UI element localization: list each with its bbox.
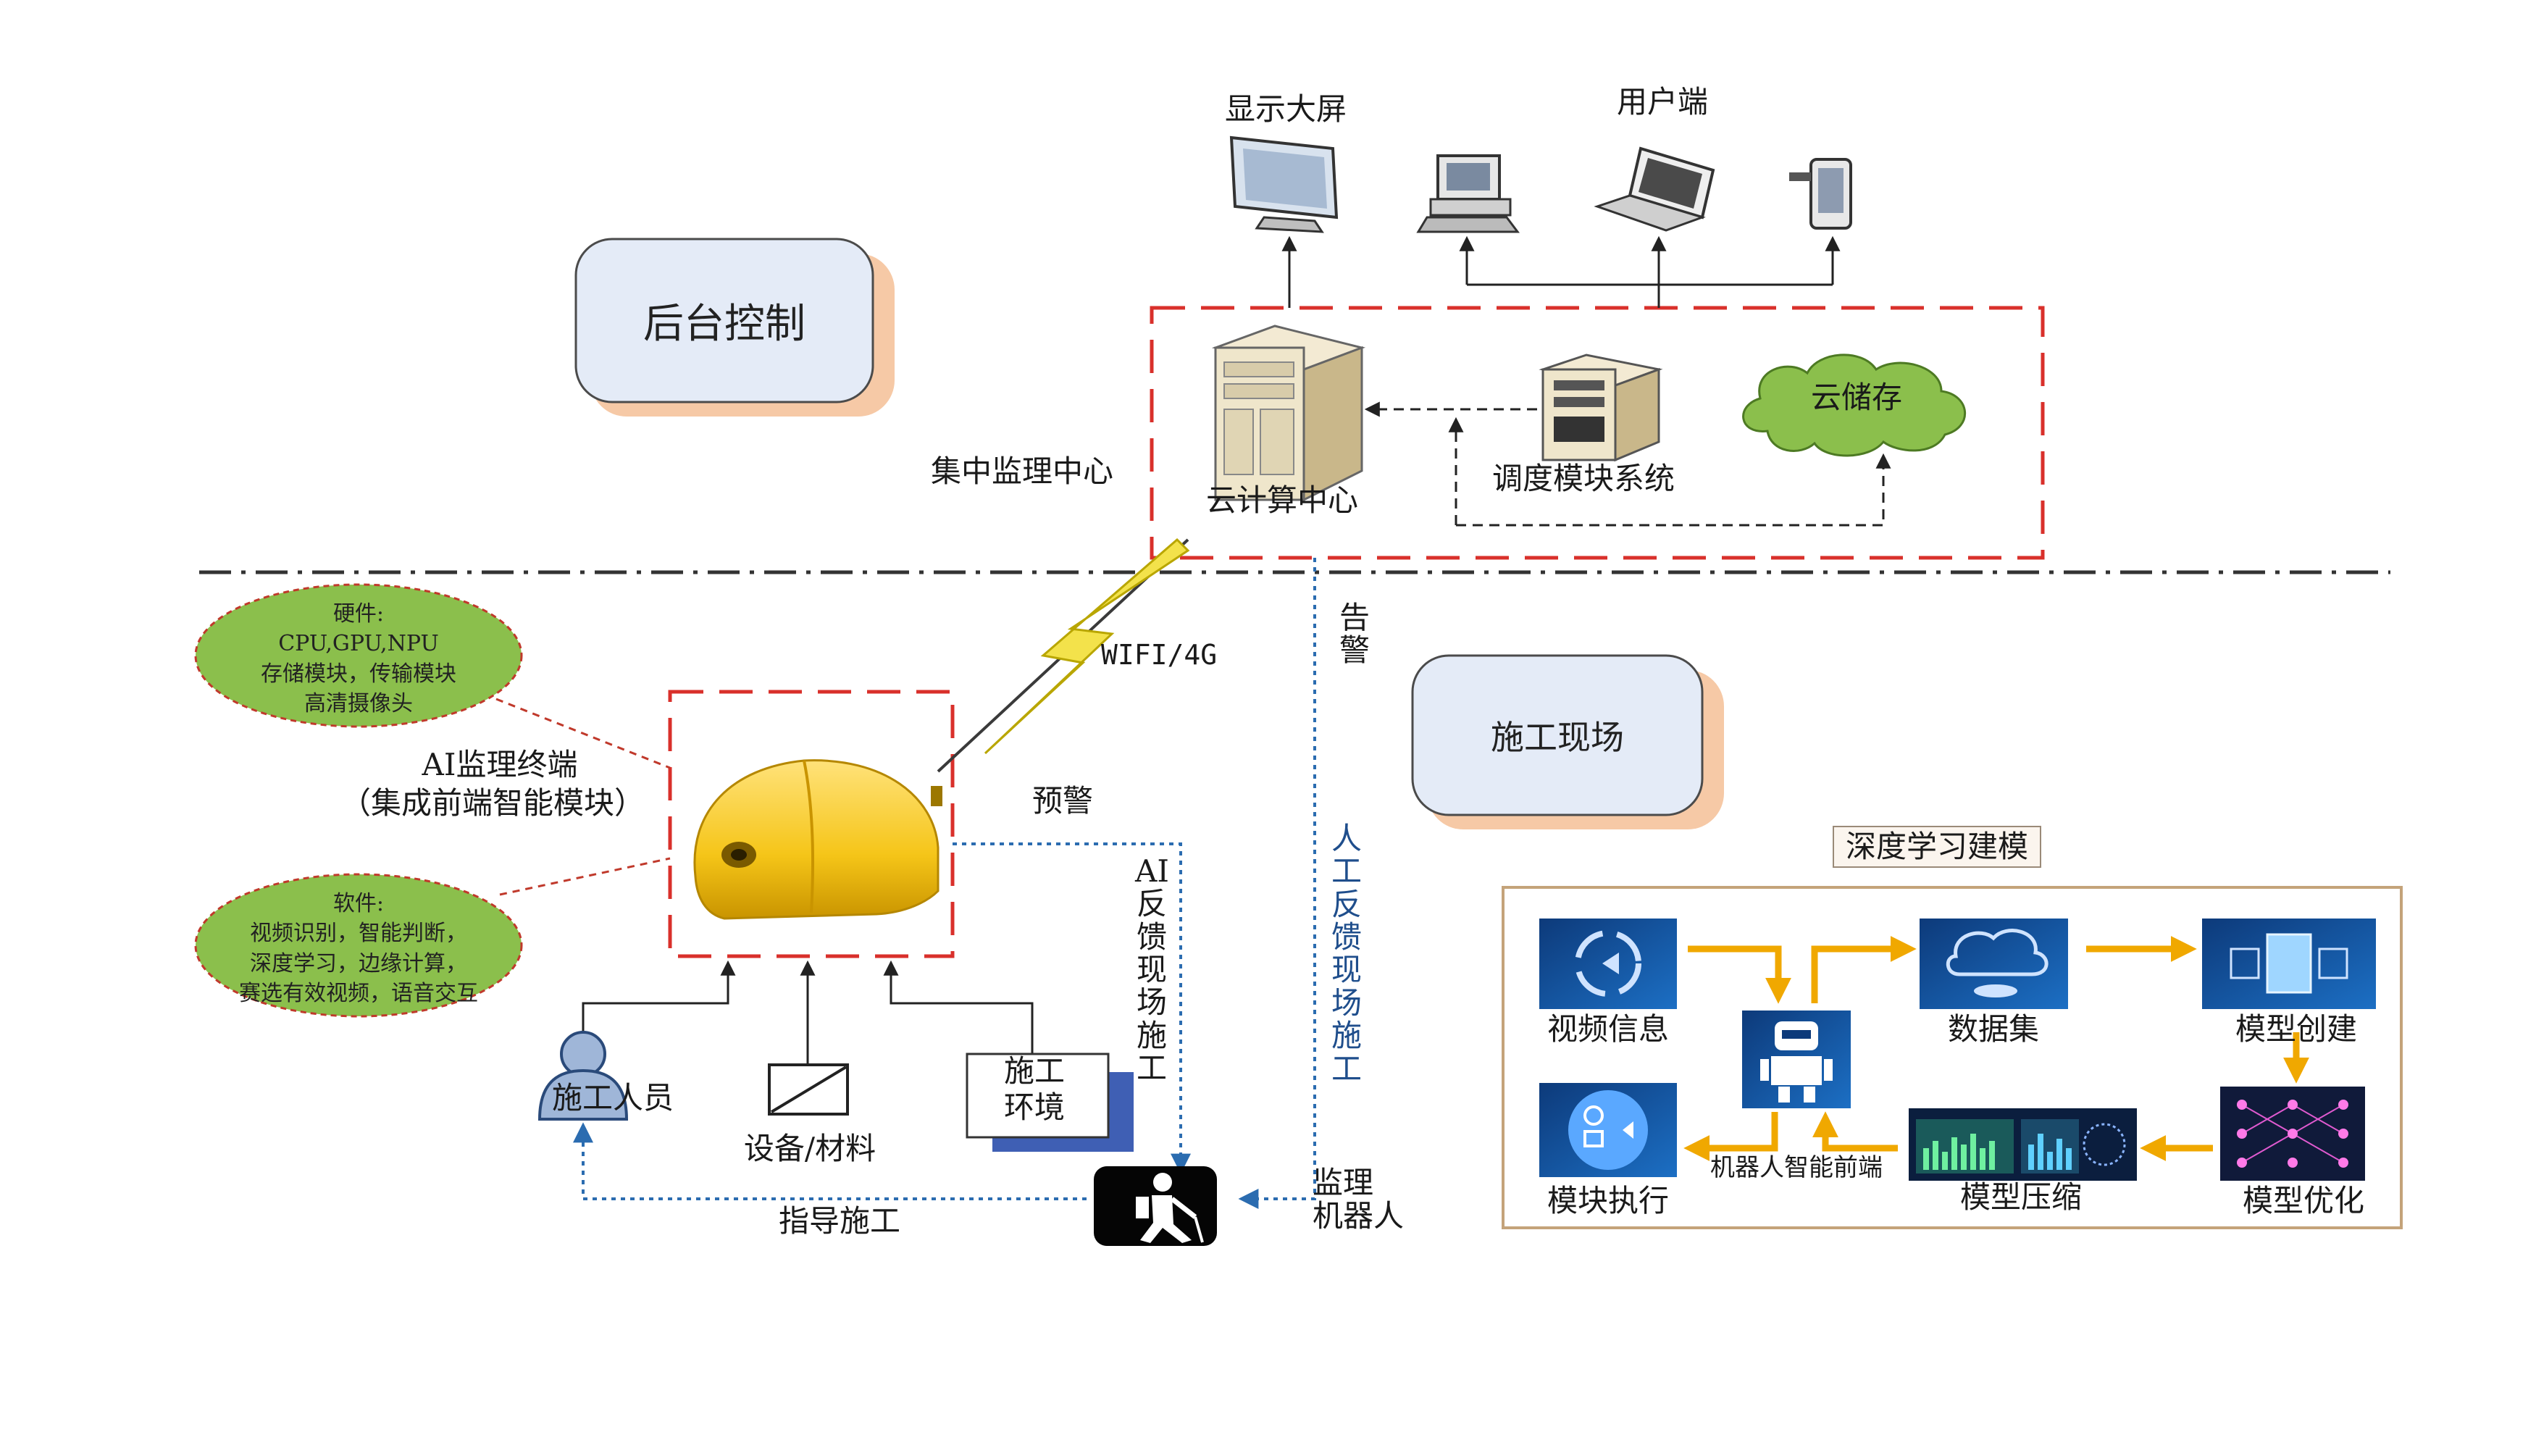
software-line3: 赛选有效视频，语音交互 [239,981,478,1007]
wireless-link-icon [937,537,1190,773]
model-create-icon [2202,919,2376,1009]
terminal-sub: （集成前端智能模块） [340,785,645,821]
hardware-text: 硬件: CPU,GPU,NPU 存储模块，传输模块 高清摄像头 [232,599,485,719]
model-optimize-icon [2220,1087,2365,1181]
wifi-label: WIFI/4G [1101,639,1218,671]
video-info-label: 视频信息 [1547,1011,1670,1047]
center-frame [1150,306,2045,560]
warning-label: 预警 [1032,783,1094,819]
site-title: 施工现场 [1491,718,1624,757]
software-line2: 深度学习，边缘计算， [250,950,467,976]
worker-label: 施工人员 [552,1080,674,1116]
model-compress-icon [1909,1108,2137,1181]
backend-title: 后台控制 [643,301,805,348]
center-label: 集中监理中心 [931,453,1114,489]
robot-label: 监理机器人 [1313,1166,1407,1233]
robot-front-icon [1742,1011,1851,1108]
smart-helmet-icon [693,759,942,920]
model-create-label: 模型创建 [2235,1011,2358,1047]
software-title: 软件: [332,891,385,916]
scheduler-server-icon [1539,353,1663,462]
user-end-label: 用户端 [1616,84,1709,120]
hardware-line3: 高清摄像头 [304,691,413,717]
software-text: 软件: 视频识别，智能判断， 深度学习，边缘计算， 赛选有效视频，语音交互 [221,889,496,1009]
supervision-robot-icon [1094,1166,1217,1246]
module-exec-icon [1539,1083,1677,1177]
big-screen-label: 显示大屏 [1224,91,1347,127]
video-info-icon [1539,919,1677,1009]
guide-label: 指导施工 [779,1203,901,1239]
alarm-label: 告警 [1339,600,1370,669]
robot-front-label: 机器人智能前端 [1710,1153,1883,1182]
hardware-title: 硬件: [332,601,385,627]
robot-label-line1: 监理 [1313,1165,1374,1200]
manual-feedback-label: 人工反馈现场施工 [1331,821,1362,1087]
dataset-icon [1920,919,2068,1009]
scheduler-label: 调度模块系统 [1492,461,1675,496]
equipment-icon [768,1063,849,1116]
terminal-frame [668,690,955,958]
backend-box [574,238,874,403]
hardware-ellipse [194,583,523,728]
terminal-name: AI监理终端 [422,747,578,782]
cloud-storage-icon [1742,353,1966,457]
worker-icon [537,1031,629,1121]
ai-feedback-label: AI反馈现场施工 [1135,853,1169,1087]
cloud-compute-label: 云计算中心 [1206,482,1359,518]
desktop-pc-icon [1416,154,1520,233]
equipment-label: 设备/材料 [743,1131,876,1166]
hardware-line1: CPU,GPU,NPU [278,631,439,657]
software-ellipse [194,873,523,1018]
environment-box [966,1053,1110,1139]
model-optimize-label: 模型优化 [2242,1183,2365,1218]
software-line1: 视频识别，智能判断， [250,921,467,947]
robot-label-line2: 机器人 [1313,1198,1405,1234]
environment-label-1: 施工 [1003,1053,1066,1089]
deep-learning-title: 深度学习建模 [1833,826,2042,868]
hardware-line2: 存储模块，传输模块 [261,661,456,687]
cloud-storage-label: 云储存 [1811,380,1903,415]
dataset-label: 数据集 [1947,1011,2040,1047]
environment-label-2: 环境 [1003,1089,1066,1125]
laptop-icon [1594,146,1715,232]
big-screen-icon [1229,135,1339,233]
server-tower-icon [1211,325,1366,502]
handheld-device-icon [1789,158,1852,230]
site-box [1411,654,1704,816]
module-exec-label: 模块执行 [1547,1183,1670,1218]
model-compress-label: 模型压缩 [1959,1179,2083,1215]
